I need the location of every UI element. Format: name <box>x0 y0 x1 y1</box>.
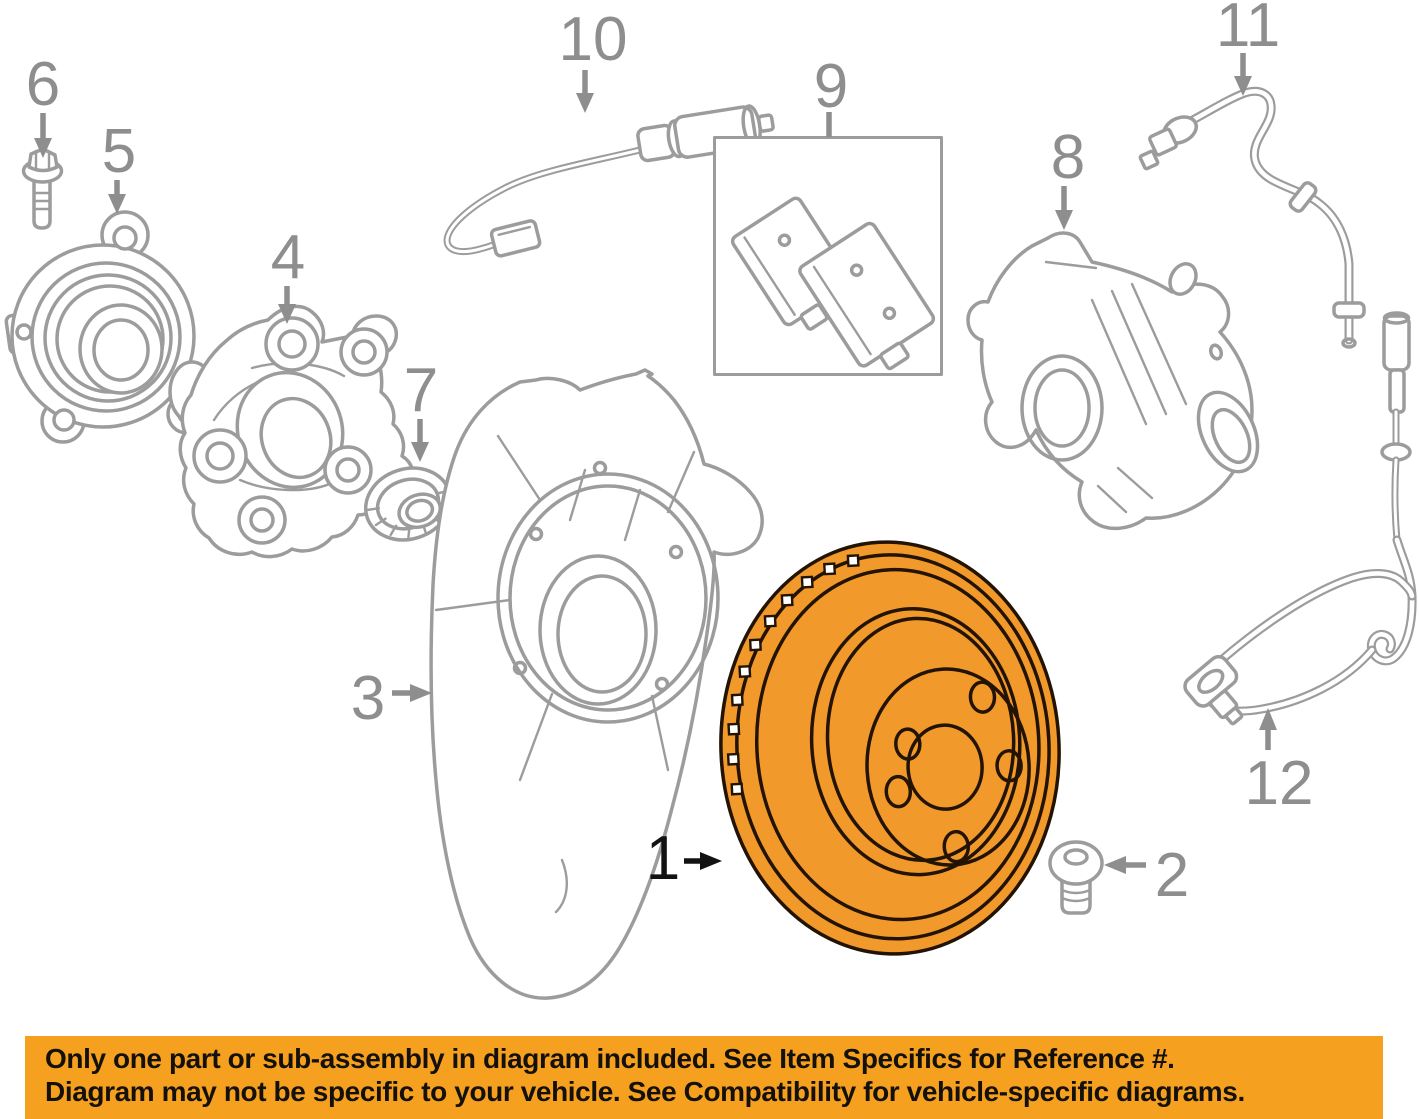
disclaimer-line-1: Only one part or sub-assembly in diagram… <box>45 1043 1175 1074</box>
part-2-screw-drawing <box>1048 840 1104 915</box>
part-3-splash-shield-drawing <box>429 368 764 1000</box>
leader-arrows <box>34 53 1277 874</box>
part-6-bolt-drawing <box>21 147 64 230</box>
label-part-10: 10 <box>559 5 628 74</box>
part-11-brake-hose-drawing <box>1138 86 1366 349</box>
vent-notches <box>726 554 860 796</box>
label-part-6: 6 <box>26 50 60 119</box>
label-part-8: 8 <box>1051 123 1085 192</box>
disclaimer-banner: Only one part or sub-assembly in diagram… <box>25 1036 1383 1119</box>
part-8-caliper-drawing <box>966 231 1260 531</box>
part-1-brake-disc-drawing <box>719 540 1061 956</box>
part-9-brake-pads-drawing <box>713 136 943 376</box>
label-part-4: 4 <box>271 223 305 292</box>
label-part-7: 7 <box>404 356 438 425</box>
label-part-5: 5 <box>102 117 136 186</box>
part-number-labels: 1 2 3 4 5 6 7 8 9 10 11 12 <box>26 0 1314 910</box>
label-part-2: 2 <box>1155 841 1189 910</box>
label-part-12: 12 <box>1245 749 1314 818</box>
lug-holes <box>884 680 1023 864</box>
label-part-11: 11 <box>1216 0 1280 60</box>
part-4-wheel-carrier-drawing <box>168 304 415 559</box>
exploded-parts-diagram: 1 2 3 4 5 6 7 8 9 10 11 12 <box>4 0 1417 1000</box>
part-5-wheel-hub-drawing <box>4 210 208 444</box>
disclaimer-line-2: Diagram may not be specific to your vehi… <box>45 1076 1245 1107</box>
label-part-3: 3 <box>351 664 385 733</box>
label-part-9: 9 <box>814 52 848 121</box>
part-12-abs-sensor-drawing <box>1183 311 1417 726</box>
label-part-1: 1 <box>646 824 680 893</box>
